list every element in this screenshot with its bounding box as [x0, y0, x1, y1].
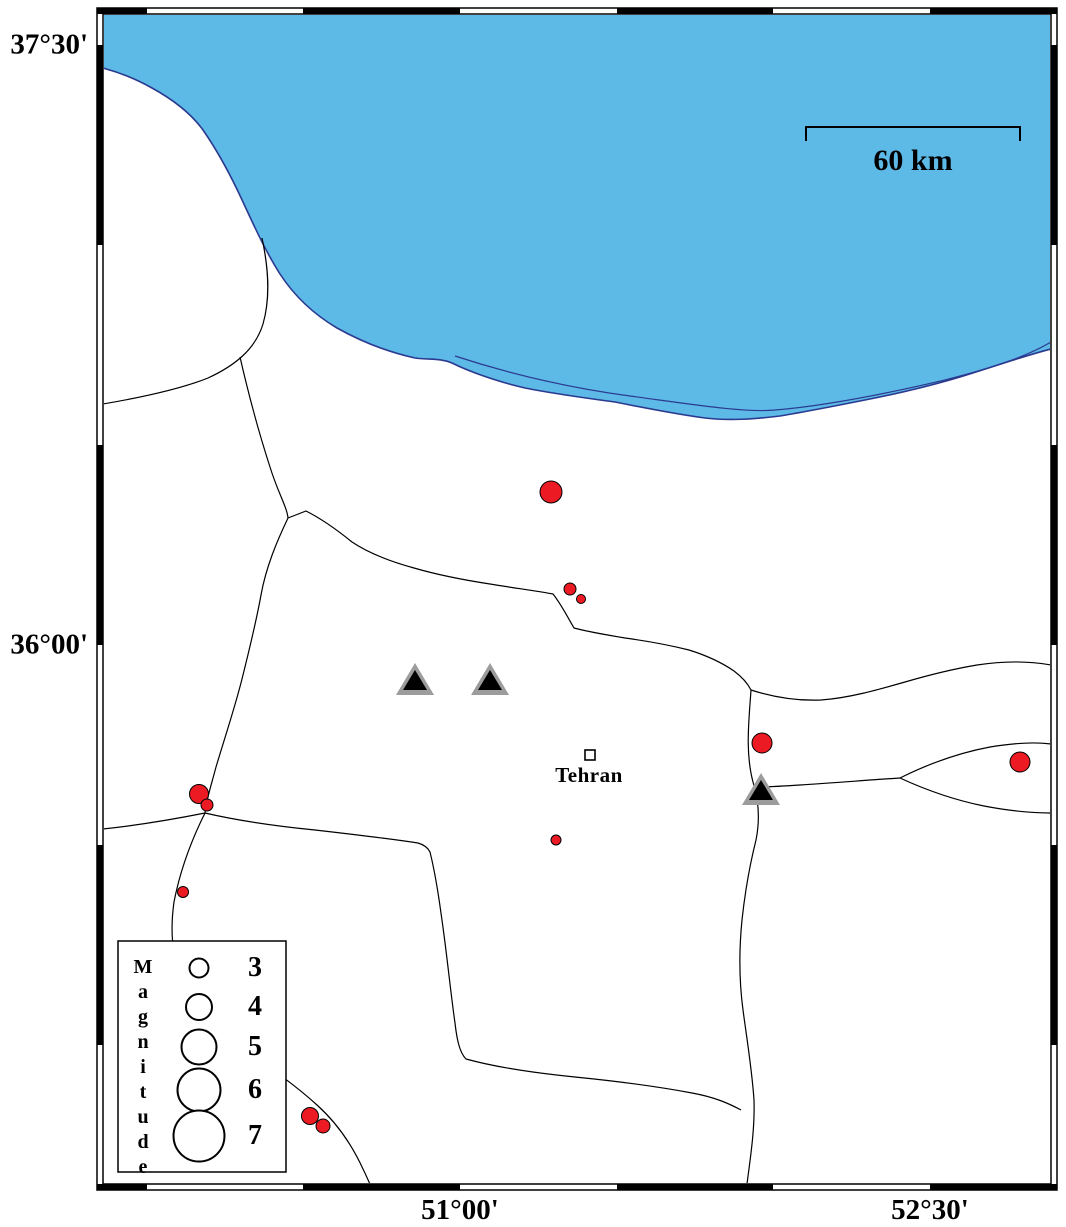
earthquake-marker	[315, 1118, 331, 1134]
map-frame-outer	[96, 7, 1058, 1191]
lon-label-52-30: 52°30'	[891, 1194, 969, 1226]
scale-bar	[805, 126, 1021, 141]
earthquake-marker	[177, 886, 189, 898]
boundary-line	[239, 356, 289, 519]
earthquake-marker	[563, 582, 577, 596]
boundary-line	[104, 812, 206, 830]
frame-tick	[97, 1184, 147, 1190]
boundary-line	[204, 517, 289, 814]
scale-bar-label: 60 km	[873, 144, 953, 177]
frame-tick	[97, 445, 103, 645]
frame-tick	[617, 1184, 773, 1190]
lon-label-51-00: 51°00'	[421, 1194, 499, 1226]
earthquake-marker	[301, 1107, 319, 1125]
earthquake-marker	[200, 798, 214, 812]
legend-circle	[172, 1109, 226, 1163]
earthquake-marker	[751, 732, 773, 754]
map-interior	[104, 15, 1050, 1183]
volcano-marker	[749, 780, 773, 800]
legend-magnitude-7: 7	[248, 1120, 262, 1151]
frame-tick	[97, 45, 103, 245]
boundary-line	[899, 777, 1050, 814]
legend-magnitude-6: 6	[248, 1074, 262, 1105]
boundary-line	[750, 661, 1050, 701]
earthquake-marker	[539, 480, 563, 504]
volcano-marker	[403, 670, 427, 690]
boundary-line	[204, 812, 742, 1111]
frame-tick	[930, 8, 1057, 14]
frame-tick	[303, 8, 460, 14]
legend-circle	[185, 993, 213, 1021]
legend-title: Magnitude	[132, 956, 154, 1181]
frame-tick	[1051, 845, 1057, 1045]
frame-tick	[97, 8, 147, 14]
earthquake-marker	[189, 784, 209, 804]
frame-tick	[1051, 45, 1057, 245]
legend-magnitude-5: 5	[248, 1031, 262, 1062]
volcano-marker	[478, 670, 502, 690]
lat-label-37-30: 37°30'	[10, 28, 88, 61]
legend-circle	[176, 1067, 222, 1113]
legend-magnitude-4: 4	[248, 991, 262, 1022]
boundary-line	[739, 689, 759, 1183]
frame-tick	[1051, 445, 1057, 645]
city-marker-tehran	[584, 749, 596, 761]
earthquake-marker	[576, 594, 586, 604]
coastline-echo	[454, 341, 1050, 412]
boundary-line	[899, 742, 1050, 779]
legend-circle	[180, 1028, 218, 1066]
lat-label-36-00: 36°00'	[10, 628, 88, 661]
earthquake-marker	[550, 834, 562, 846]
legend-circle	[188, 957, 210, 979]
frame-tick	[303, 1184, 460, 1190]
frame-tick	[617, 8, 773, 14]
earthquake-marker	[1009, 751, 1031, 773]
map-frame-inner	[102, 13, 1052, 1185]
boundary-line	[756, 777, 901, 788]
caspian-sea	[104, 15, 1050, 421]
city-label-tehran: Tehran	[555, 763, 623, 787]
frame-tick	[930, 1184, 1057, 1190]
boundary-line	[287, 510, 752, 691]
boundary-line	[104, 237, 269, 405]
frame-tick	[97, 845, 103, 1045]
legend-magnitude-3: 3	[248, 952, 262, 983]
